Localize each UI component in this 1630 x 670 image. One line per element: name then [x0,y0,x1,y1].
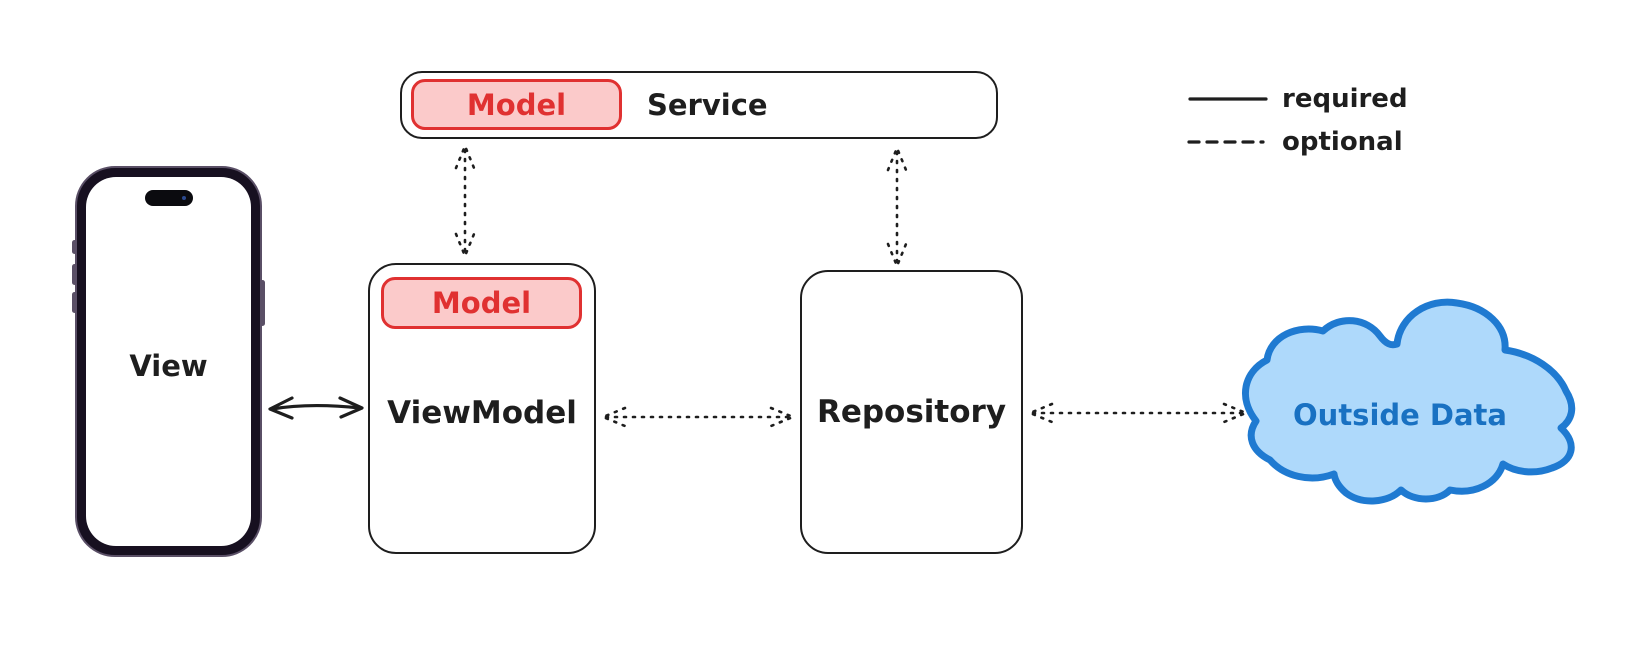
service-node-label: Service [647,88,768,122]
dynamic-island [144,190,193,206]
viewmodel-model-badge: Model [381,277,582,329]
phone-mute-switch [72,240,77,254]
iphone-mockup: View [72,166,265,557]
phone-volume-up-button [72,264,77,285]
phone-screen: View [86,177,251,546]
legend-required-label: required [1282,84,1408,114]
viewmodel-node-label: ViewModel [387,395,577,431]
arrow-viewmodel-service [454,144,476,258]
repository-node: Repository [800,270,1023,554]
arrow-viewmodel-repository [601,406,795,428]
phone-power-button [260,280,265,326]
repository-node-label: Repository [816,394,1007,430]
service-model-badge-label: Model [466,87,567,122]
phone-volume-down-button [72,292,77,313]
arrow-view-viewmodel [268,396,364,420]
camera-icon [181,196,186,200]
viewmodel-model-badge-label: Model [431,286,532,320]
arrow-repository-outside-data [1028,402,1248,424]
cloud-shape [1241,298,1576,505]
arrow-repository-service [886,146,908,268]
service-node: Model Service [400,71,998,139]
legend-optional-label: optional [1282,127,1403,157]
viewmodel-node: Model ViewModel [368,263,596,554]
outside-data-node-label: Outside Data [1293,398,1507,432]
service-model-badge: Model [411,79,622,130]
view-node-label: View [129,349,208,383]
